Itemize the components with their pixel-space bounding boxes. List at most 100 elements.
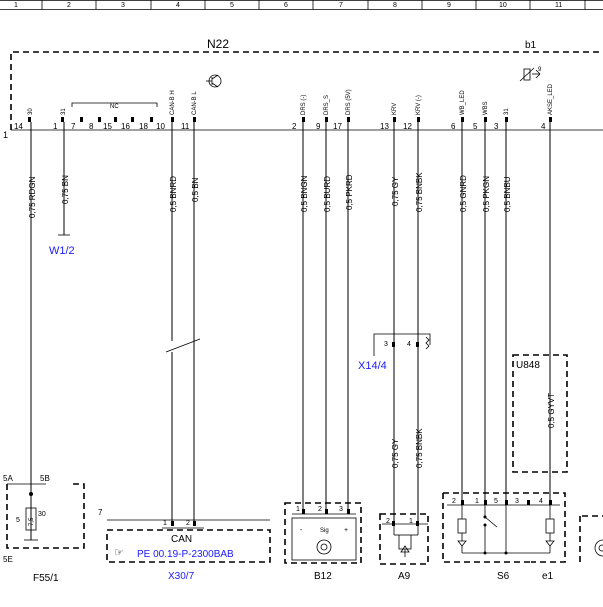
wire-label: 0,5 GYVT [547,393,556,428]
x30-pin: 2 [186,520,190,527]
led-icon [457,505,467,553]
nc-label: NC [110,104,119,110]
f55-rating: 7,5 [29,517,35,526]
pin-num: 13 [380,122,389,131]
pin-name: KRV (-) [416,95,422,115]
b12-plus: + [344,527,348,534]
pin-num: 14 [14,122,23,131]
b1-label: b1 [525,40,537,51]
wire-label: 0,75 RDGN [28,176,37,218]
pin-name: WB_LED [460,90,466,115]
s6-pin: 5 [494,498,498,505]
n22-pins: 30 14 31 1 7 8 15 16 18 CAN-B H 10 CAN-B… [14,83,554,131]
wire-label: 0,5 BNBU [503,176,512,212]
pin-name: DRS (5V) [346,89,352,115]
wire-label: 0,5 BURD [323,176,332,212]
b12-pin: 2 [318,506,322,513]
wire-label: 0,5 BNGN [300,175,309,212]
a9-component: 2 1 A9 [379,513,429,582]
n22-control-unit: 1 N22 b1 9 NC 30 14 31 1 [3,37,603,140]
pin-num: 4 [541,122,546,131]
grid-col-1: 1 [14,2,18,9]
pin-name: DRS (-) [301,95,307,115]
a9-pin: 1 [409,518,413,525]
pin-num: 7 [71,122,76,131]
s6-pin: 1 [475,498,479,505]
grid-col-3: 3 [121,2,125,9]
pin-name: 31 [61,108,67,115]
x30-label[interactable]: X30/7 [168,571,195,582]
wire-label: 0,5 PKGN [482,176,491,212]
led-icon [545,505,555,553]
grid-col-9: 9 [447,2,451,9]
pin-name: AKSE_LED [548,83,554,115]
s6-pin: 2 [452,498,456,505]
f55-pin5: 5 [16,517,20,524]
x30-pe-ref[interactable]: PE 00.19-P-2300BAB [137,549,234,560]
grid-col-11: 11 [555,2,562,9]
grid-col-6: 6 [284,2,288,9]
grid-ruler: 1 2 3 4 5 6 7 8 9 10 11 [0,0,603,10]
u848-component: U848 [512,354,568,473]
pin-num: 16 [121,122,130,131]
x14-ref[interactable]: X14/4 [358,360,387,372]
e1-label: e1 [542,571,554,582]
s6-label: S6 [497,571,510,582]
b12-sig: Sig [320,528,329,534]
pin-num: 6 [451,122,456,131]
u848-label: U848 [516,360,540,371]
x30-pin7: 7 [98,508,103,517]
switch-icon [483,505,498,553]
x30-can-label: CAN [171,534,192,545]
pin-name: 31 [504,108,510,115]
b1-pin: 9 [538,67,542,73]
n22-left-pin-label: 1 [3,130,8,140]
x30-connector-component: 7 1 2 CAN ☞ PE 00.19-P-2300BAB X30/7 [98,508,271,582]
pin-name: DRS_S [324,95,330,115]
pin-num: 2 [292,122,297,131]
a9-label: A9 [398,571,411,582]
s6-switch-component: 2 1 5 3 4 [442,492,566,582]
b12-pin: 1 [296,506,300,513]
f55-fuse-component: 5A 5B 5E 7,5 5 30 F55/1 [3,474,85,584]
pin-name: CAN-B L [192,91,198,115]
sensor-icon [316,539,332,555]
pin-name: 30 [28,108,34,115]
n22-label: N22 [207,37,229,51]
wire-label: 0,5 GNRD [459,175,468,212]
pin-num: 1 [53,122,58,131]
x14-pin: 3 [384,341,388,348]
pin-num: 15 [103,122,112,131]
grid-col-2: 2 [67,2,71,9]
nc-bracket: NC [71,102,158,110]
wire-label: 0,75 GY [391,176,400,206]
a9-pin: 2 [386,518,390,525]
f55-5e-label: 5E [3,555,13,564]
light-sensor-icon: 9 [519,67,542,82]
wire-label: 0,5 PKRD [345,174,354,210]
w1-ref[interactable]: W1/2 [49,245,75,257]
pin-num: 12 [403,122,412,131]
grid-col-7: 7 [339,2,343,9]
wire-label: 0,5 BNRD [169,176,178,212]
wire-label: 0,75 BNBK [415,428,424,468]
b12-sensor-component: 1 2 3 - Sig + B12 [284,502,362,582]
x14-pin: 4 [407,341,411,348]
pin-name: CAN-B H [170,90,176,115]
transistor-icon [206,74,222,88]
wire-label: 0,75 GY [391,438,400,468]
pointing-hand-icon: ☞ [114,547,124,559]
pin-num: 5 [473,122,478,131]
s6-pin: 4 [539,498,543,505]
b12-minus: - [300,527,303,534]
b12-pin: 3 [339,506,343,513]
grid-col-8: 8 [393,2,397,9]
pin-name: KRV [392,103,398,115]
pin-num: 11 [181,122,190,131]
f55-5a-label: 5A [3,474,13,483]
pin-num: 17 [333,122,342,131]
x14-connector: 3 4 X14/4 [358,333,431,372]
grid-col-5: 5 [230,2,234,9]
pin-num: 10 [156,122,165,131]
